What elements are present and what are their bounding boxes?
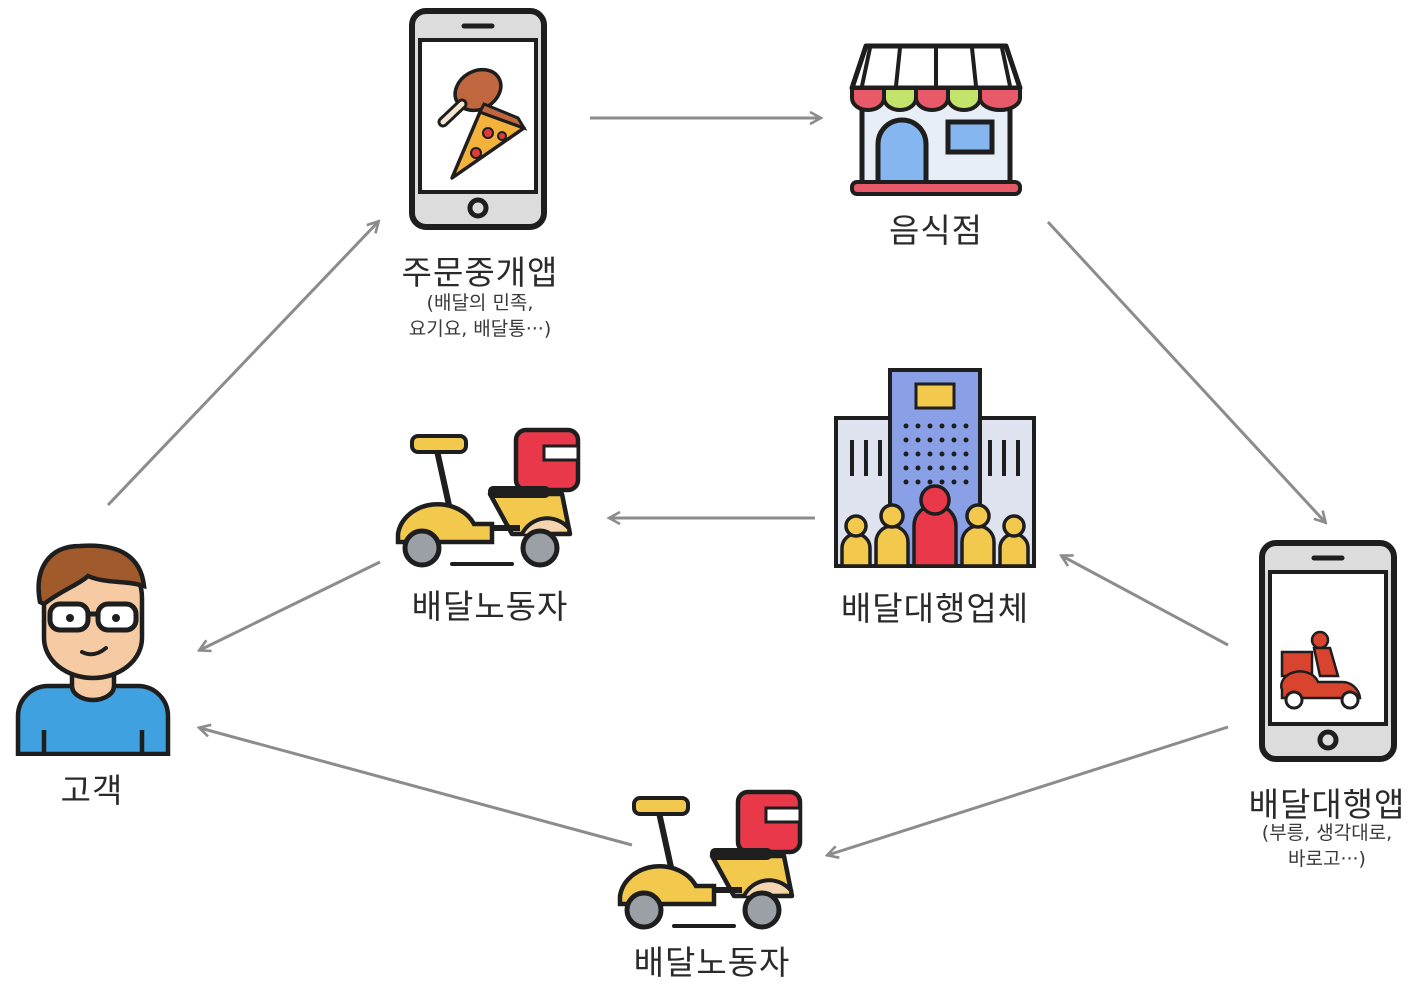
delivery-app-sub2: 바로고···) <box>1288 848 1366 870</box>
restaurant-title: 음식점 <box>888 211 984 250</box>
arrow-delivery-app-to-courier-bottom <box>828 725 1229 855</box>
scooter-icon <box>617 789 803 930</box>
arrow-delivery-app-to-agency <box>1062 556 1229 647</box>
courier-bottom-title: 배달노동자 <box>633 943 791 982</box>
order-app-phone <box>408 8 548 232</box>
order-app-title: 주문중개앱 <box>401 253 559 292</box>
order-app-sub2: 요기요, 배달통···) <box>408 318 552 340</box>
arrow-restaurant-to-delivery-app <box>1046 220 1325 522</box>
smartphone-food-icon <box>409 8 547 230</box>
restaurant <box>848 40 1024 198</box>
order-app-sub1: (배달의 민족, <box>426 292 534 314</box>
office-building-icon <box>834 368 1036 568</box>
delivery-agency <box>832 366 1038 570</box>
delivery-app-phone <box>1258 540 1398 764</box>
store-icon <box>849 43 1023 196</box>
delivery-app-sub1: (부릉, 생각대로, <box>1261 822 1393 844</box>
arrow-courier-to-customer <box>200 560 381 650</box>
scooter-icon <box>395 427 581 568</box>
arrow-courier-bottom-to-customer <box>200 728 633 847</box>
arrow-customer-to-app <box>106 222 378 507</box>
customer <box>14 540 172 757</box>
smartphone-scooter-icon <box>1259 540 1397 762</box>
customer-title: 고객 <box>60 771 124 810</box>
person-icon <box>15 543 171 757</box>
courier-mid-title: 배달노동자 <box>411 587 569 626</box>
agency-title: 배달대행업체 <box>840 589 1030 628</box>
courier-mid-scooter <box>392 424 586 570</box>
delivery-app-title: 배달대행앱 <box>1248 785 1406 824</box>
courier-bottom-scooter <box>614 786 808 932</box>
